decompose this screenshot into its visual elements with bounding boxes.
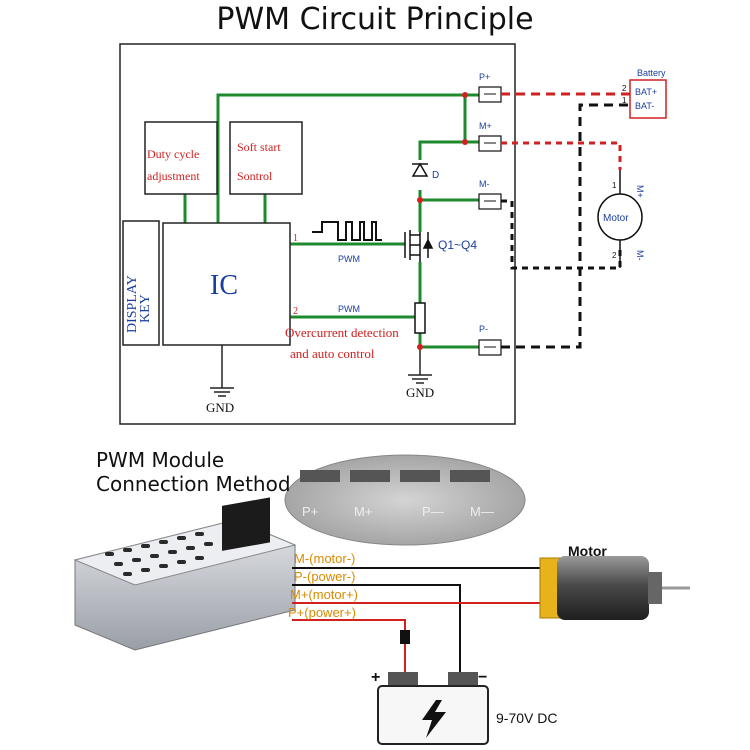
photo-battery	[377, 672, 489, 745]
mosfet-symbol	[404, 230, 434, 262]
battery-minus-sign: −	[478, 669, 487, 686]
shunt-resistor	[414, 302, 426, 334]
terminal-p-minus	[478, 339, 502, 356]
motor-pin1-label: 1	[612, 181, 617, 190]
display-label: DISPLAY	[125, 275, 140, 333]
pwm-label-top: PWM	[338, 254, 360, 264]
ground-wires	[221, 345, 421, 388]
photo-motor	[539, 556, 690, 620]
terminal-p-plus-label: P+	[479, 72, 490, 82]
external-wiring	[501, 92, 630, 349]
gnd-symbol-left	[210, 387, 234, 397]
key-label: KEY	[138, 294, 153, 323]
module-title-line2: Connection Method	[96, 472, 291, 496]
terminal-p-plus	[478, 86, 502, 103]
diode-label: D	[432, 170, 439, 181]
duty-cycle-block	[144, 121, 218, 195]
fuse-holder	[400, 630, 410, 644]
soft-start-line1: Soft start	[237, 140, 281, 154]
schematic-motor-label: Motor	[603, 213, 629, 224]
gnd-label-left: GND	[206, 400, 234, 415]
photo-motor-label: Motor	[568, 543, 607, 559]
zoom-label-m-plus: M+	[354, 504, 372, 519]
schematic-frame	[119, 43, 516, 425]
bat-pin1-label: 1	[622, 96, 627, 105]
zoom-label-p-minus: P—	[422, 504, 444, 519]
page-title: PWM Circuit Principle	[216, 2, 534, 37]
voltage-label: 9-70V DC	[496, 710, 557, 726]
soft-start-line2: Sontrol	[237, 169, 273, 183]
duty-cycle-line2: adjustment	[147, 169, 200, 183]
battery-title: Battery	[637, 68, 666, 78]
module-title: PWM Module Connection Method	[96, 448, 291, 496]
mosfet-label: Q1~Q4	[438, 238, 477, 252]
motor-m-minus-label: M-	[635, 250, 645, 261]
wire-label-m-plus: M+(motor+)	[290, 587, 358, 602]
junction-dots	[417, 92, 468, 350]
overcurrent-line1: Overcurrent detection	[285, 325, 399, 340]
bat-pin2-label: 2	[622, 84, 627, 93]
wire-label-m-minus: M-(motor-)	[294, 551, 355, 566]
schematic-motor	[597, 193, 643, 241]
pwm-module-case	[73, 497, 297, 651]
battery-plus-sign: +	[371, 669, 380, 686]
soft-start-block	[229, 121, 303, 195]
battery-box	[629, 79, 667, 119]
pin2-label: 2	[293, 306, 298, 317]
motor-m-plus-label: M+	[635, 185, 645, 198]
terminal-zoom-bubble	[284, 454, 526, 546]
module-wiring	[292, 567, 540, 680]
overcurrent-line2: and auto control	[290, 346, 375, 361]
ic-label: IC	[210, 270, 238, 301]
display-key-block	[122, 220, 160, 346]
ic-block	[162, 222, 291, 346]
duty-cycle-line1: Duty cycle	[147, 147, 199, 161]
terminal-m-minus	[478, 193, 502, 210]
gnd-symbol-right	[408, 374, 432, 384]
motor-pin2-label: 2	[612, 251, 617, 260]
terminal-m-plus-label: M+	[479, 121, 492, 131]
diode-symbol	[411, 162, 429, 177]
gnd-label-right: GND	[406, 385, 434, 400]
pwm-label-bottom: PWM	[338, 304, 360, 314]
terminal-m-plus	[478, 135, 502, 152]
module-title-line1: PWM Module	[96, 448, 225, 472]
terminal-p-minus-label: P-	[479, 324, 488, 334]
wire-label-p-plus: P+(power+)	[288, 605, 356, 620]
bat-plus-label: BAT+	[635, 87, 657, 97]
bat-minus-label: BAT-	[635, 101, 654, 111]
vent-holes	[105, 532, 213, 576]
pwm-waveform	[312, 221, 382, 241]
pin1-label: 1	[293, 233, 298, 244]
terminal-m-minus-label: M-	[479, 179, 490, 189]
wire-label-p-minus: P-(power-)	[294, 569, 355, 584]
zoom-label-m-minus: M—	[470, 504, 494, 519]
zoom-label-p-plus: P+	[302, 504, 318, 519]
